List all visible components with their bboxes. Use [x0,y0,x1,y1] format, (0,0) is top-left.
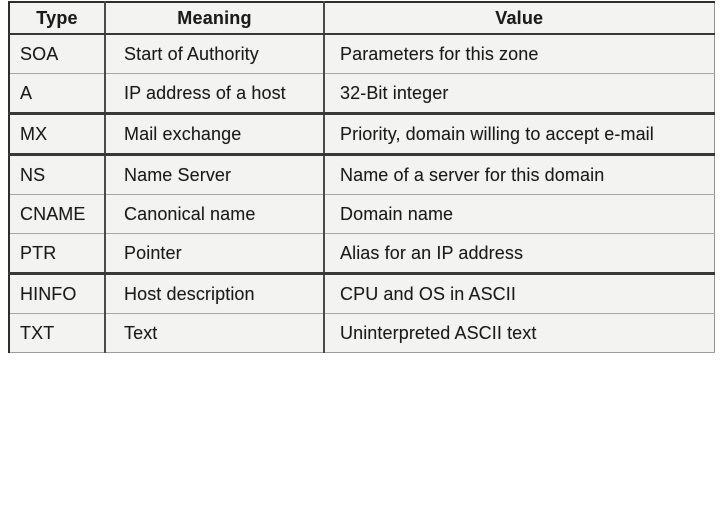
cell-meaning: Host description [105,273,325,314]
cell-value: Parameters for this zone [324,34,714,74]
cell-value: Alias for an IP address [324,233,714,275]
cell-value: Priority, domain willing to accept e-mai… [324,113,714,156]
table-row-ptr: PTR Pointer Alias for an IP address [9,233,714,275]
cell-type: CNAME [9,194,106,234]
table-row-a: A IP address of a host 32-Bit integer [9,73,714,115]
cell-meaning: Pointer [105,233,325,275]
cell-type: TXT [9,313,106,353]
cell-type: HINFO [9,273,106,314]
table-row-txt: TXT Text Uninterpreted ASCII text [9,313,714,353]
dns-resource-record-table: Type Meaning Value SOA Start of Authorit… [8,1,715,353]
cell-type: PTR [9,233,106,275]
table-row-cname: CNAME Canonical name Domain name [9,194,714,234]
cell-type: A [9,73,106,115]
cell-value: 32-Bit integer [324,73,714,115]
cell-value: Uninterpreted ASCII text [340,322,537,343]
table: Type Meaning Value SOA Start of Authorit… [8,1,715,353]
cell-meaning: IP address of a host [105,73,325,115]
cell-meaning: Mail exchange [105,113,325,156]
cell-meaning: Start of Authority [105,34,325,74]
table-row-ns: NS Name Server Name of a server for this… [9,154,714,195]
cell-value: Name of a server for this domain [324,154,714,195]
column-header-value: Value [324,2,714,35]
column-header-type: Type [9,2,106,35]
cell-meaning: Canonical name [105,194,325,234]
cell-meaning: Name Server [105,154,325,195]
cell-type: MX [9,113,106,156]
table-row-hinfo: HINFO Host description CPU and OS in ASC… [9,273,714,314]
table-row-mx: MX Mail exchange Priority, domain willin… [9,113,714,156]
table-header-row: Type Meaning Value [9,2,714,35]
cell-type: SOA [9,34,106,74]
table-row-soa: SOA Start of Authority Parameters for th… [9,34,714,74]
cell-meaning: Text [105,313,325,353]
column-header-meaning: Meaning [105,2,325,35]
cell-type: NS [9,154,106,195]
cell-value: CPU and OS in ASCII [324,273,714,314]
cell-value: Domain name [324,194,714,234]
